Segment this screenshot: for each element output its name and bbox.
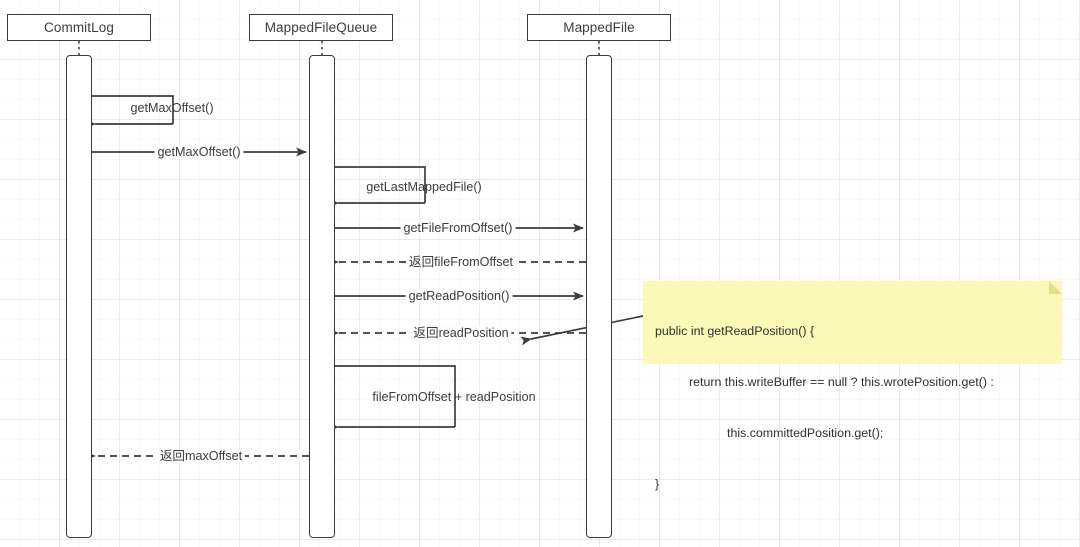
participant-mappedfile[interactable]: MappedFile xyxy=(527,14,671,41)
note-folded-corner xyxy=(1049,281,1062,294)
message-label-4: getFileFromOffset() xyxy=(400,221,516,235)
message-label-3: getLastMappedFile() xyxy=(366,180,482,194)
note-code-line-3: this.committedPosition.get(); xyxy=(727,426,884,440)
participant-label: CommitLog xyxy=(44,20,114,35)
note-getreadposition-code[interactable]: public int getReadPosition() { return th… xyxy=(643,281,1062,491)
message-arrow-1-getmaxoffset-self xyxy=(85,95,174,129)
note-code-line-2: return this.writeBuffer == null ? this.w… xyxy=(689,375,994,389)
participant-label: MappedFile xyxy=(563,20,635,35)
message-label-6: getReadPosition() xyxy=(405,289,513,303)
message-label-1: getMaxOffset() xyxy=(130,101,214,115)
note-code-line-1: public int getReadPosition() { xyxy=(655,324,815,338)
message-label-7: 返回readPosition xyxy=(410,326,512,340)
message-label-8: fileFromOffset + readPosition xyxy=(372,390,536,404)
message-arrow-3-getlastmappedfile-self xyxy=(328,166,426,208)
message-arrow-8-sum-self xyxy=(328,365,456,432)
message-label-5: 返回fileFromOffset xyxy=(405,255,517,269)
note-code-line-4: } xyxy=(655,477,660,491)
activation-bar-commitlog[interactable] xyxy=(66,55,92,538)
activation-bar-mappedfile[interactable] xyxy=(586,55,612,538)
lifeline-stubs xyxy=(78,41,600,55)
participant-label: MappedFileQueue xyxy=(264,20,378,35)
participant-commitlog[interactable]: CommitLog xyxy=(7,14,151,41)
message-label-2: getMaxOffset() xyxy=(154,145,244,159)
message-label-9: 返回maxOffset xyxy=(156,449,246,463)
activation-bar-mappedfilequeue[interactable] xyxy=(309,55,335,538)
participant-mappedfilequeue[interactable]: MappedFileQueue xyxy=(249,14,393,41)
